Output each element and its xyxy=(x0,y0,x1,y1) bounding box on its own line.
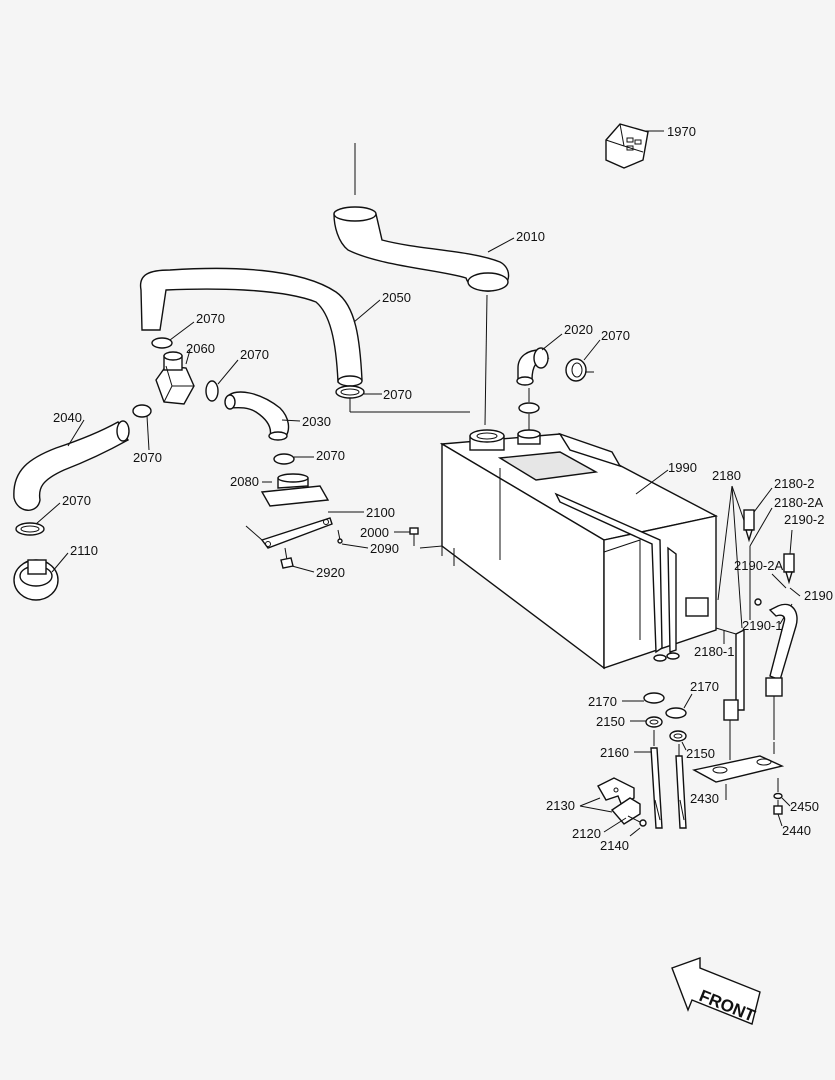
part-2130-bracket xyxy=(597,777,641,825)
label-2050: 2050 xyxy=(382,290,411,305)
part-2070-clamp-h xyxy=(273,453,295,465)
part-2170-clamp-left xyxy=(643,692,665,704)
label-2190-2: 2190-2 xyxy=(784,512,824,527)
label-2040: 2040 xyxy=(53,410,82,425)
label-2170-right: 2170 xyxy=(690,679,719,694)
part-2070-clamp-a xyxy=(335,385,365,399)
label-2070-d: 2070 xyxy=(601,328,630,343)
part-2170-clamp-right xyxy=(665,707,687,719)
label-2430: 2430 xyxy=(690,791,719,806)
label-2180-1: 2180-1 xyxy=(694,644,734,659)
part-2100-bracket xyxy=(260,517,333,549)
label-2170-left: 2170 xyxy=(588,694,617,709)
part-2080-filler xyxy=(260,473,330,507)
label-2190: 2190 xyxy=(804,588,833,603)
part-2140-screw xyxy=(627,815,647,827)
label-2140: 2140 xyxy=(600,838,629,853)
label-2060: 2060 xyxy=(186,341,215,356)
front-direction-arrow: FRONT xyxy=(671,957,761,1026)
part-2070-clamp-g xyxy=(15,522,45,536)
label-2010: 2010 xyxy=(516,229,545,244)
label-2070-b: 2070 xyxy=(196,311,225,326)
label-2110: 2110 xyxy=(70,543,98,558)
part-2010-hose xyxy=(333,206,510,292)
part-2160-tubes xyxy=(650,747,687,829)
part-2450-washer xyxy=(773,792,783,800)
label-2440: 2440 xyxy=(782,823,811,838)
part-2150-grommet-right xyxy=(669,730,687,742)
label-1970: 1970 xyxy=(667,124,696,139)
label-2190-2A: 2190-2A xyxy=(734,558,783,573)
label-2180-2A: 2180-2A xyxy=(774,495,823,510)
label-2070-g: 2070 xyxy=(62,493,91,508)
label-2080: 2080 xyxy=(230,474,259,489)
label-2920: 2920 xyxy=(316,565,345,580)
label-2070-f: 2070 xyxy=(133,450,162,465)
label-2130: 2130 xyxy=(546,798,575,813)
label-2070-c: 2070 xyxy=(240,347,269,362)
label-2030: 2030 xyxy=(302,414,331,429)
part-2090-screw xyxy=(337,529,343,544)
part-2000-screw xyxy=(409,527,419,546)
label-2160: 2160 xyxy=(600,745,629,760)
part-2020-elbow xyxy=(516,347,550,386)
label-2070-a: 2070 xyxy=(383,387,412,402)
label-2070-h: 2070 xyxy=(316,448,345,463)
part-2030-hose xyxy=(224,391,290,441)
part-2040-hose xyxy=(13,420,130,511)
label-2120: 2120 xyxy=(572,826,601,841)
label-2150-right: 2150 xyxy=(686,746,715,761)
part-2430-plate xyxy=(692,755,785,783)
part-2190-2-sensor xyxy=(783,553,795,585)
label-2180-2: 2180-2 xyxy=(774,476,814,491)
part-2920-screw xyxy=(280,547,294,569)
part-2070-clamp-d xyxy=(565,358,594,382)
part-2070-clamp-c xyxy=(205,380,219,402)
label-2180: 2180 xyxy=(712,468,741,483)
part-2070-clamp-f xyxy=(132,404,152,418)
label-2100: 2100 xyxy=(366,505,395,520)
part-1970-module xyxy=(605,123,649,169)
label-2450: 2450 xyxy=(790,799,819,814)
label-2090: 2090 xyxy=(370,541,399,556)
part-2070-clamp-e xyxy=(518,402,540,414)
label-2190-1: 2190-1 xyxy=(742,618,782,633)
part-2190-pipe xyxy=(754,598,798,740)
label-1990: 1990 xyxy=(668,460,697,475)
part-2070-clamp-b xyxy=(151,337,173,349)
label-2000: 2000 xyxy=(360,525,389,540)
label-2020: 2020 xyxy=(564,322,593,337)
part-2060-connector xyxy=(155,351,195,405)
part-2180-1-pipe xyxy=(715,627,745,750)
part-2440-bolt xyxy=(773,800,783,815)
label-2150-left: 2150 xyxy=(596,714,625,729)
part-2180-2-sensor xyxy=(743,509,755,543)
part-2110-hose-end xyxy=(13,559,59,601)
part-1990-tank xyxy=(419,429,719,670)
part-2150-grommet-left xyxy=(645,716,663,728)
